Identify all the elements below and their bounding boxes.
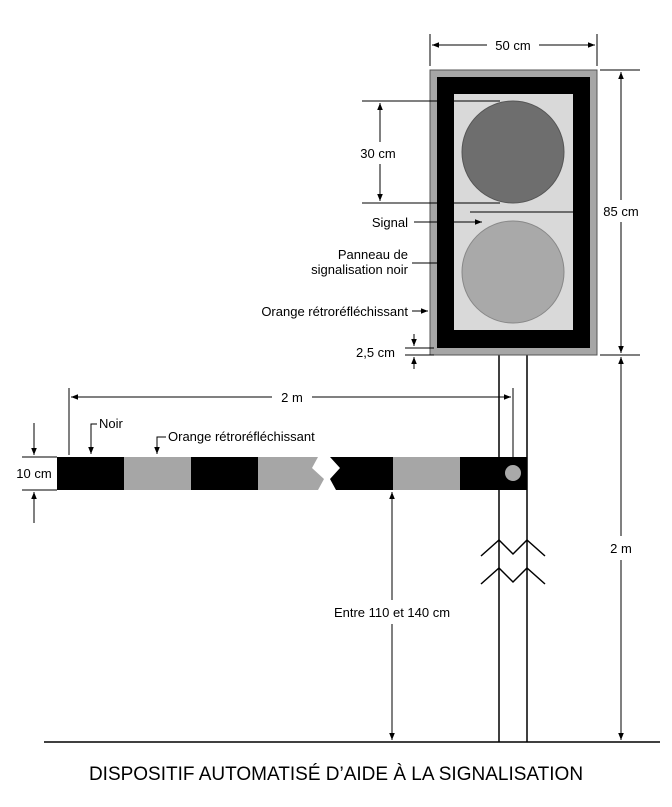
barrier-arm <box>57 457 527 490</box>
label-panel-line1: Panneau de <box>338 247 408 262</box>
label-2-5cm: 2,5 cm <box>356 345 395 360</box>
dimension-arm-2m <box>68 388 514 458</box>
label-arm-height: Entre 110 et 140 cm <box>334 605 450 620</box>
lamp-top <box>461 100 565 204</box>
label-panel-line2: signalisation noir <box>311 262 409 277</box>
dimension-50cm <box>429 34 598 66</box>
label-10cm: 10 cm <box>16 466 51 481</box>
dimension-10cm <box>13 423 57 523</box>
label-50cm: 50 cm <box>495 38 530 53</box>
lamp-bottom <box>461 220 565 324</box>
arm-pivot <box>505 465 521 481</box>
label-arm-2m: 2 m <box>281 390 303 405</box>
leader-noir <box>88 423 97 454</box>
label-orange-arm: Orange rétroréfléchissant <box>168 429 315 444</box>
dimension-30cm <box>362 100 500 204</box>
label-signal: Signal <box>372 215 408 230</box>
leader-orange-arm <box>154 436 166 454</box>
diagram-title: DISPOSITIF AUTOMATISÉ D’AIDE À LA SIGNAL… <box>89 764 583 785</box>
label-30cm: 30 cm <box>360 146 395 161</box>
label-85cm: 85 cm <box>603 204 638 219</box>
label-mast-2m: 2 m <box>610 541 632 556</box>
label-orange-frame: Orange rétroréfléchissant <box>261 304 408 319</box>
dimension-85cm <box>600 69 640 356</box>
dimension-2-5cm <box>405 334 434 369</box>
mast-break-marks <box>480 538 546 585</box>
label-noir: Noir <box>99 416 124 431</box>
mast <box>498 354 528 742</box>
